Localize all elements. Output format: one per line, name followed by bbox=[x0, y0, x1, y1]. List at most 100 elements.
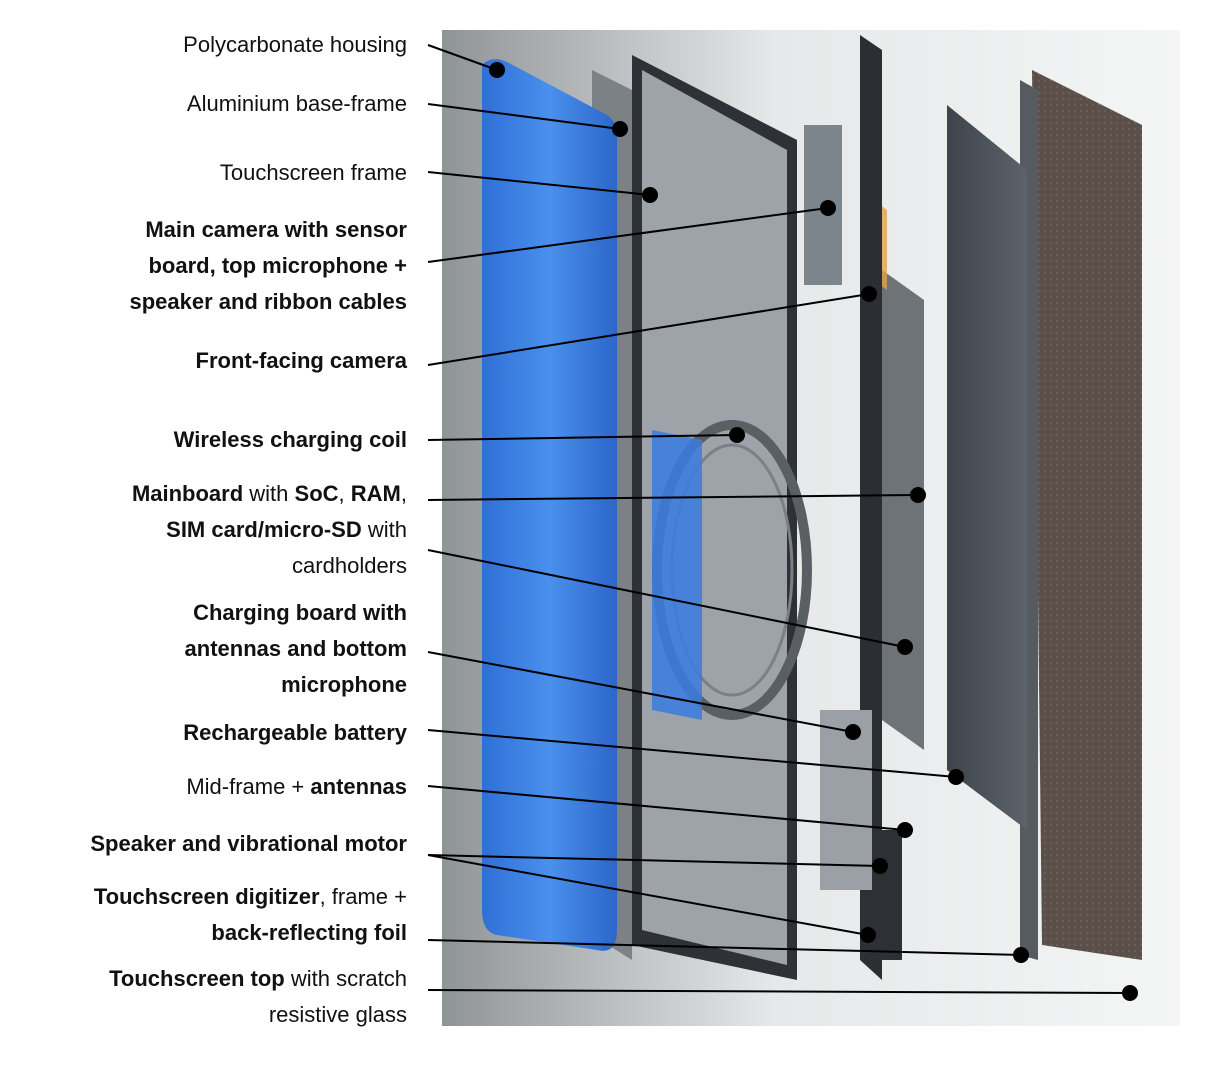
label-text: cardholders bbox=[292, 553, 407, 578]
leader-line-mainboard bbox=[427, 494, 919, 501]
label-text: Aluminium base-frame bbox=[186, 91, 407, 116]
label-text: Polycarbonate housing bbox=[183, 32, 407, 57]
label-text: , bbox=[400, 481, 407, 506]
label-touch-frame: Touchscreen frame bbox=[220, 155, 407, 191]
label-speaker-motor: Speaker and vibrational motor bbox=[90, 826, 407, 862]
label-line: Speaker and vibrational motor bbox=[90, 826, 407, 862]
label-line: microphone bbox=[185, 667, 407, 703]
label-line: Front-facing camera bbox=[196, 343, 408, 379]
label-line: Touchscreen top with scratch bbox=[109, 961, 407, 997]
label-line: Touchscreen digitizer, frame + bbox=[94, 879, 407, 915]
label-line: Wireless charging coil bbox=[174, 422, 407, 458]
label-text: back-reflecting foil bbox=[211, 920, 407, 945]
label-text: antennas bbox=[310, 774, 407, 799]
leader-line-speaker-motor bbox=[427, 854, 869, 936]
label-digitizer: Touchscreen digitizer, frame + back-refle… bbox=[94, 879, 407, 951]
touchscreen-frame-inner bbox=[642, 70, 787, 965]
leader-dot-speaker-motor bbox=[872, 858, 888, 874]
label-line: back-reflecting foil bbox=[94, 915, 407, 951]
label-text: Wireless charging coil bbox=[173, 427, 407, 452]
label-front-camera: Front-facing camera bbox=[196, 343, 408, 379]
label-charging-board: Charging board with antennas and bottom mi… bbox=[185, 595, 407, 703]
label-line: board, top microphone + bbox=[129, 248, 407, 284]
leader-dot-battery bbox=[948, 769, 964, 785]
leader-line-charging-board bbox=[427, 651, 854, 733]
label-text: Rechargeable battery bbox=[183, 720, 407, 745]
label-text: Touchscreen top bbox=[109, 966, 285, 991]
label-text: microphone bbox=[281, 672, 407, 697]
leader-dot-mainboard bbox=[897, 639, 913, 655]
label-text: Speaker and vibrational motor bbox=[90, 831, 407, 856]
leader-line-touch-frame bbox=[427, 171, 651, 196]
leader-line-touch-top bbox=[427, 989, 1131, 994]
leader-line-digitizer bbox=[427, 939, 1022, 956]
label-line: Main camera with sensor bbox=[129, 212, 407, 248]
label-line: Mid-frame + antennas bbox=[186, 769, 407, 805]
label-line: SIM card/micro-SD with bbox=[132, 512, 407, 548]
label-mainboard: Mainboard with SoC, RAM,SIM card/micro-S… bbox=[132, 476, 407, 584]
leader-line-main-camera bbox=[427, 207, 829, 263]
leader-dot-touch-frame bbox=[642, 187, 658, 203]
leader-dot-digitizer bbox=[1013, 947, 1029, 963]
label-text: RAM bbox=[350, 481, 401, 506]
leader-dot-touch-top bbox=[1122, 985, 1138, 1001]
label-text: antennas and bottom bbox=[184, 636, 407, 661]
leader-dot-speaker-motor bbox=[860, 927, 876, 943]
label-text: SoC bbox=[294, 481, 339, 506]
label-text: board, top microphone + bbox=[148, 253, 407, 278]
label-text: Main camera with sensor bbox=[145, 217, 407, 242]
label-text: Touchscreen digitizer bbox=[93, 884, 320, 909]
mainboard-board bbox=[882, 270, 924, 750]
label-main-camera: Main camera with sensor board, top microp… bbox=[129, 212, 407, 320]
label-line: Touchscreen frame bbox=[220, 155, 407, 191]
label-line: Polycarbonate housing bbox=[183, 27, 407, 63]
label-text: , frame + bbox=[319, 884, 407, 909]
leader-line-speaker-motor bbox=[427, 854, 881, 867]
label-line: Mainboard with SoC, RAM, bbox=[132, 476, 407, 512]
leader-line-front-camera bbox=[427, 293, 870, 366]
label-text: Touchscreen frame bbox=[219, 160, 407, 185]
leader-dot-mid-frame bbox=[897, 822, 913, 838]
leader-dot-main-camera bbox=[820, 200, 836, 216]
label-line: cardholders bbox=[132, 548, 407, 584]
leader-line-base-frame bbox=[427, 103, 621, 130]
leader-dot-charging-board bbox=[845, 724, 861, 740]
housing-shell bbox=[482, 59, 617, 951]
label-text: resistive glass bbox=[268, 1002, 407, 1027]
charging-board bbox=[820, 710, 872, 890]
label-line: Aluminium base-frame bbox=[187, 86, 407, 122]
label-touch-top: Touchscreen top with scratch resistive gl… bbox=[109, 961, 407, 1033]
leader-dot-base-frame bbox=[612, 121, 628, 137]
leader-line-wireless-coil bbox=[427, 434, 738, 441]
leader-line-mid-frame bbox=[427, 785, 906, 831]
leader-dot-front-camera bbox=[861, 286, 877, 302]
label-mid-frame: Mid-frame + antennas bbox=[186, 769, 407, 805]
housing-window bbox=[652, 430, 702, 720]
exploded-phone-illustration bbox=[442, 30, 1180, 1026]
leader-line-housing bbox=[427, 44, 498, 71]
label-text: with bbox=[361, 517, 407, 542]
label-text: Mid-frame + bbox=[186, 774, 311, 799]
label-text: with scratch bbox=[284, 966, 407, 991]
label-line: resistive glass bbox=[109, 997, 407, 1033]
label-text: , bbox=[338, 481, 351, 506]
battery-body bbox=[947, 105, 1027, 830]
leader-line-mainboard bbox=[427, 549, 906, 648]
label-text: SIM card/micro-SD bbox=[166, 517, 362, 542]
touchscreen-top-panel bbox=[1032, 70, 1142, 960]
leader-dot-housing bbox=[489, 62, 505, 78]
label-line: speaker and ribbon cables bbox=[129, 284, 407, 320]
leader-dot-mainboard bbox=[910, 487, 926, 503]
label-text: with bbox=[243, 481, 295, 506]
label-line: Rechargeable battery bbox=[183, 715, 407, 751]
label-line: Charging board with bbox=[185, 595, 407, 631]
label-text: Charging board with bbox=[193, 600, 407, 625]
label-wireless-coil: Wireless charging coil bbox=[174, 422, 407, 458]
label-battery: Rechargeable battery bbox=[183, 715, 407, 751]
leader-dot-wireless-coil bbox=[729, 427, 745, 443]
label-text: Mainboard bbox=[131, 481, 244, 506]
label-line: antennas and bottom bbox=[185, 631, 407, 667]
label-housing: Polycarbonate housing bbox=[183, 27, 407, 63]
label-base-frame: Aluminium base-frame bbox=[187, 86, 407, 122]
